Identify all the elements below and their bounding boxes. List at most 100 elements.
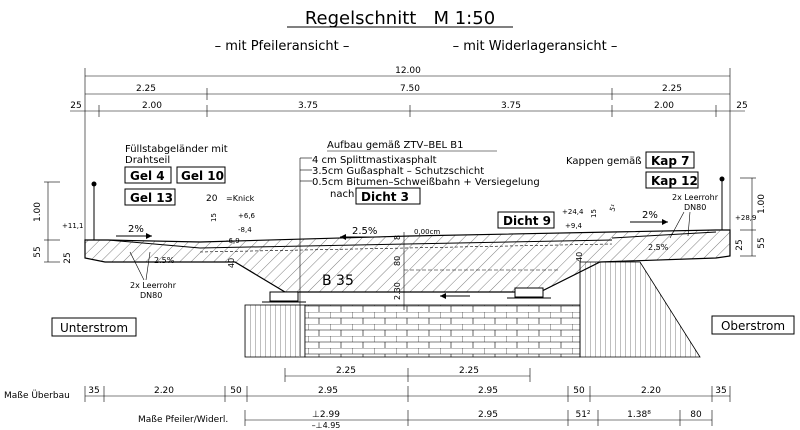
dim-right-40: 40	[575, 252, 584, 262]
kap7-box	[645, 151, 695, 169]
dim-row3-a: 25	[70, 101, 81, 111]
dim-ub-2: 2.20	[154, 386, 174, 396]
dim-right-15: 15	[590, 209, 598, 218]
dim-left-55: 55	[33, 246, 43, 257]
dim-pf-4: 1.38⁸	[627, 410, 651, 420]
dim-80: 80	[393, 256, 402, 266]
dicht9-label: Dicht 9	[503, 214, 551, 228]
bearing-left	[269, 291, 299, 302]
road-surface	[199, 239, 613, 249]
knick-label: =Knick	[226, 194, 255, 203]
label-ueberbau: Maße Überbau	[4, 390, 70, 401]
bearing-right	[514, 287, 544, 298]
gel13-box	[124, 188, 176, 206]
unterstrom-label: Unterstrom	[60, 321, 128, 335]
gel10-box	[176, 166, 226, 184]
slope-left: 2%	[128, 224, 144, 235]
kap12-label: Kap 12	[651, 174, 698, 188]
zero-value: 0,00cm	[414, 228, 440, 236]
subtitle-left: – mit Pfeileransicht –	[215, 39, 350, 54]
slope-main: 2.5%	[352, 226, 377, 237]
dim-8: 8	[393, 235, 402, 240]
dim-left-25: 25	[63, 252, 73, 263]
label-pfeiler: Maße Pfeiler/Widerl.	[138, 415, 228, 425]
aufbau-heading: Aufbau gemäß ZTV–BEL B1	[327, 140, 464, 151]
dim-ub-3: 50	[230, 386, 242, 396]
drawing-title: Regelschnitt M 1:50	[305, 8, 495, 29]
dim-pf-2: 2.95	[478, 410, 498, 420]
dim-ub-7: 2.20	[641, 386, 661, 396]
dim-pf-sub: –⊥4.95	[312, 421, 341, 430]
gel4-box	[124, 166, 172, 184]
val-left-3: -8,4	[238, 226, 252, 234]
gel4-label: Gel 4	[130, 169, 165, 183]
dim-pf-5: 80	[690, 410, 702, 420]
fuell-line1: Füllstabgeländer mit	[125, 144, 228, 155]
aufbau-line4: nach	[330, 189, 354, 200]
subtitle-right: – mit Widerlageransicht –	[453, 39, 618, 54]
dim-bottom-a2: 2.25	[459, 366, 479, 376]
dicht9-box	[497, 211, 555, 229]
abutment-brick	[304, 304, 581, 358]
dicht3-label: Dicht 3	[361, 190, 409, 204]
leerrohr-left-2: DN80	[140, 291, 162, 300]
slope-left-2: 2.5%	[154, 256, 175, 265]
dim-right-25: 25	[735, 239, 745, 250]
dim-row3-f: 25	[736, 101, 747, 111]
dim-ub-1: 35	[88, 386, 99, 396]
bottom-dimensions: 2.25 2.25 Maße Überbau 35 2.20 50 2.95 2…	[4, 366, 731, 430]
top-dimensions: 12.00 2.25 7.50 2.25 25 2.00 3.75 3.75 2…	[70, 66, 748, 240]
dim-right-100: 1.00	[757, 194, 767, 214]
dim-bottom-a1: 2.25	[336, 366, 356, 376]
dim-right-51: 5¹	[608, 203, 618, 213]
leerrohr-right-1: 2x Leerrohr	[672, 193, 719, 202]
dim-ub-4: 2.95	[318, 386, 338, 396]
knick-value: 20	[206, 194, 218, 204]
waterproof-layer	[199, 243, 613, 253]
dim-total: 12.00	[395, 66, 421, 76]
val-right-1: +24,4	[562, 208, 584, 216]
dim-row2-c: 2.25	[662, 84, 682, 94]
kappen-label: Kappen gemäß	[566, 156, 642, 167]
unterstrom-box	[51, 317, 137, 337]
slope-right: 2%	[642, 210, 658, 221]
dim-row3-d: 3.75	[501, 101, 521, 111]
kap7-label: Kap 7	[651, 154, 690, 168]
gel13-label: Gel 13	[130, 191, 173, 205]
dim-ub-5: 2.95	[478, 386, 498, 396]
oberstrom-box	[711, 315, 795, 335]
aufbau-line3: 0.5cm Bitumen–Schweißbahn + Versiegelung	[312, 177, 540, 188]
abutment-right	[579, 261, 701, 358]
leerrohr-right-2: DN80	[684, 203, 706, 212]
val-right-3: +28,9	[735, 214, 756, 222]
pier-left-face	[244, 304, 306, 358]
concrete-grade: B 35	[322, 273, 354, 289]
dim-pf-3: 51²	[575, 410, 590, 420]
dim-row3-b: 2.00	[142, 101, 162, 111]
kap12-box	[645, 171, 699, 189]
dim-right-55: 55	[757, 237, 767, 248]
gel10-label: Gel 10	[181, 169, 224, 183]
slope-right-2: 2.5%	[648, 243, 669, 252]
aufbau-line2: 3.5cm Gußasphalt – Schutzschicht	[312, 166, 484, 177]
dim-row2-b: 7.50	[400, 84, 420, 94]
dim-left-15: 15	[210, 213, 218, 222]
dim-row2-a: 2.25	[136, 84, 156, 94]
dim-row3-c: 3.75	[298, 101, 318, 111]
dim-left-100: 1.00	[33, 202, 43, 222]
val-left-1: +11,1	[62, 222, 83, 230]
dim-ub-6: 50	[573, 386, 585, 396]
dim-ub-8: 35	[715, 386, 726, 396]
val-left-2: +6,6	[238, 212, 256, 220]
dicht3-box	[355, 187, 421, 205]
dim-pf-1: ⊥2.99	[312, 410, 340, 420]
dim-left-40: 40	[227, 258, 236, 268]
leerrohr-left-1: 2x Leerrohr	[130, 281, 177, 290]
superstructure-section	[84, 229, 731, 293]
dim-row3-e: 2.00	[654, 101, 674, 111]
oberstrom-label: Oberstrom	[721, 319, 785, 333]
aufbau-line1: 4 cm Splittmastixasphalt	[312, 155, 437, 166]
val-left-4: -6,9	[226, 237, 240, 245]
